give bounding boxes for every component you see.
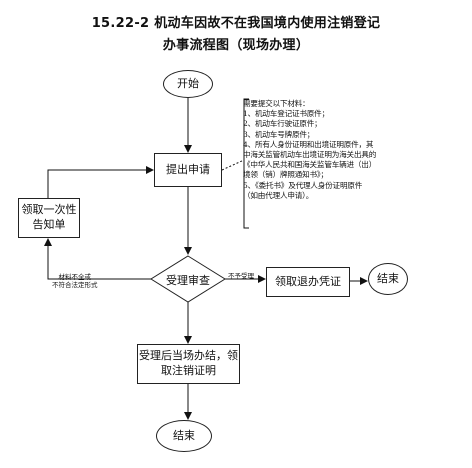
- handle-on-site-label: 受理后当场办结，领取注销证明: [139, 349, 238, 377]
- start-node-label: 开始: [177, 76, 199, 90]
- materials-callout-line: [221, 159, 245, 171]
- end-node-bottom-label: 结束: [173, 428, 195, 442]
- materials-heading: 需要提交以下材料：: [243, 99, 310, 108]
- materials-line: 中海关监管机动车出境证明为海关出具的: [243, 150, 377, 160]
- end-node-right-label: 结束: [377, 271, 399, 285]
- submit-application-label: 提出申请: [166, 162, 210, 176]
- materials-line: 1、机动车登记证书原件；: [243, 109, 329, 119]
- arrow-review-to-notice: [44, 238, 151, 280]
- notice-slip-label: 领取一次性告知单: [21, 203, 77, 231]
- issue-receipt-label: 领取退办凭证: [275, 274, 341, 288]
- incomplete-materials-line2: 不符合法定形式: [52, 281, 98, 290]
- review-label: 受理审查: [166, 274, 210, 287]
- start-node: 开始: [163, 70, 213, 98]
- materials-line: 境领（销）牌照通知书》；: [243, 170, 328, 180]
- handle-on-site-box: 受理后当场办结，领取注销证明: [137, 344, 240, 384]
- not-accepted-label: 不予受理: [228, 272, 254, 280]
- materials-bracket: [243, 98, 249, 229]
- end-node-right: 结束: [368, 263, 408, 295]
- materials-line: 3、机动车号牌原件；: [243, 129, 315, 139]
- materials-line: 4、所有人身份证明和出境证明原件，其: [243, 139, 374, 149]
- issue-receipt-box: 领取退办凭证: [266, 267, 350, 297]
- required-materials-note: 需要提交以下材料： 1、机动车登记证书原件； 2、机动车行驶证原件； 3、机动车…: [243, 99, 451, 229]
- diagram-title-line2: 办事流程图（现场办理）: [162, 38, 310, 53]
- materials-line: （如由代理人申请）。: [243, 190, 314, 200]
- materials-line: 《中华人民共和国海关监管车辆进（出）: [243, 160, 377, 170]
- incomplete-materials-line1: 材料不全或: [58, 273, 92, 281]
- materials-line: 5、《委托书》及代理人身份证明原件: [243, 180, 363, 190]
- arrow-notice-to-submit: [47, 166, 154, 198]
- submit-application-box: 提出申请: [154, 153, 222, 187]
- materials-line: 2、机动车行驶证原件；: [243, 119, 322, 129]
- incomplete-materials-label: 材料不全或 不符合法定形式: [52, 273, 98, 290]
- diagram-title-line1: 15.22-2 机动车因故不在我国境内使用注销登记: [91, 16, 381, 31]
- end-node-bottom: 结束: [156, 420, 212, 452]
- notice-slip-box: 领取一次性告知单: [18, 198, 80, 238]
